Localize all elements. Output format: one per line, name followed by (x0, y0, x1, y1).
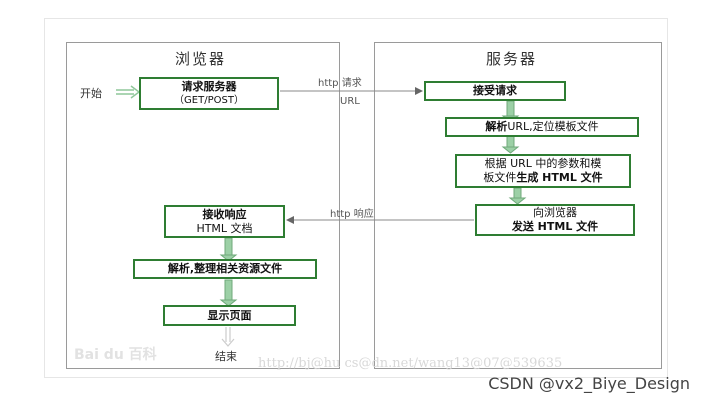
http-request-label: http 请求 (318, 78, 362, 89)
generate-html-box: 根据 URL 中的参数和模 板文件生成 HTML 文件 (455, 154, 631, 188)
csdn-credit: CSDN @vx2_Biye_Design (488, 374, 690, 393)
start-label: 开始 (80, 87, 102, 100)
parse-resources-box: 解析,整理相关资源文件 (133, 259, 317, 279)
url-label: URL (340, 96, 360, 107)
end-arrow (221, 327, 235, 347)
baidu-watermark: Bai du 百科 (74, 347, 157, 363)
locate-template-rest: URL,定位模板文件 (507, 120, 599, 133)
locate-template-bold: 解析 (485, 120, 508, 133)
url-watermark: http://bj@hu cs@dn.net/wang13@07@539635 (258, 356, 563, 371)
send-html-line2: 发送 HTML 文件 (511, 220, 599, 233)
request-server-line1: 请求服务器 (181, 79, 237, 93)
accept-request-box: 接受请求 (424, 81, 566, 101)
receive-response-line2: HTML 文档 (196, 221, 253, 235)
receive-response-box: 接收响应 HTML 文档 (164, 205, 285, 238)
show-page-label: 显示页面 (207, 308, 252, 322)
http-response-label: http 响应 (330, 209, 374, 220)
request-server-box: 请求服务器 （GET/POST） (139, 77, 279, 110)
generate-html-line2-bold: 生成 HTML 文件 (516, 171, 603, 184)
send-html-box: 向浏览器 发送 HTML 文件 (475, 204, 635, 236)
locate-template-box: 解析 URL,定位模板文件 (445, 117, 639, 137)
send-html-line1: 向浏览器 (533, 206, 577, 219)
browser-title: 浏览器 (175, 50, 227, 68)
end-label: 结束 (215, 350, 237, 363)
generate-html-line1: 根据 URL 中的参数和模 (484, 157, 602, 170)
show-page-box: 显示页面 (163, 305, 296, 326)
accept-request-label: 接受请求 (473, 84, 517, 97)
parse-resources-label: 解析,整理相关资源文件 (167, 262, 283, 275)
generate-html-line2-plain: 板文件 (483, 171, 517, 184)
receive-response-line1: 接收响应 (202, 207, 247, 221)
start-arrow (116, 85, 141, 99)
server-title: 服务器 (486, 50, 538, 68)
request-server-line2: （GET/POST） (174, 94, 244, 106)
